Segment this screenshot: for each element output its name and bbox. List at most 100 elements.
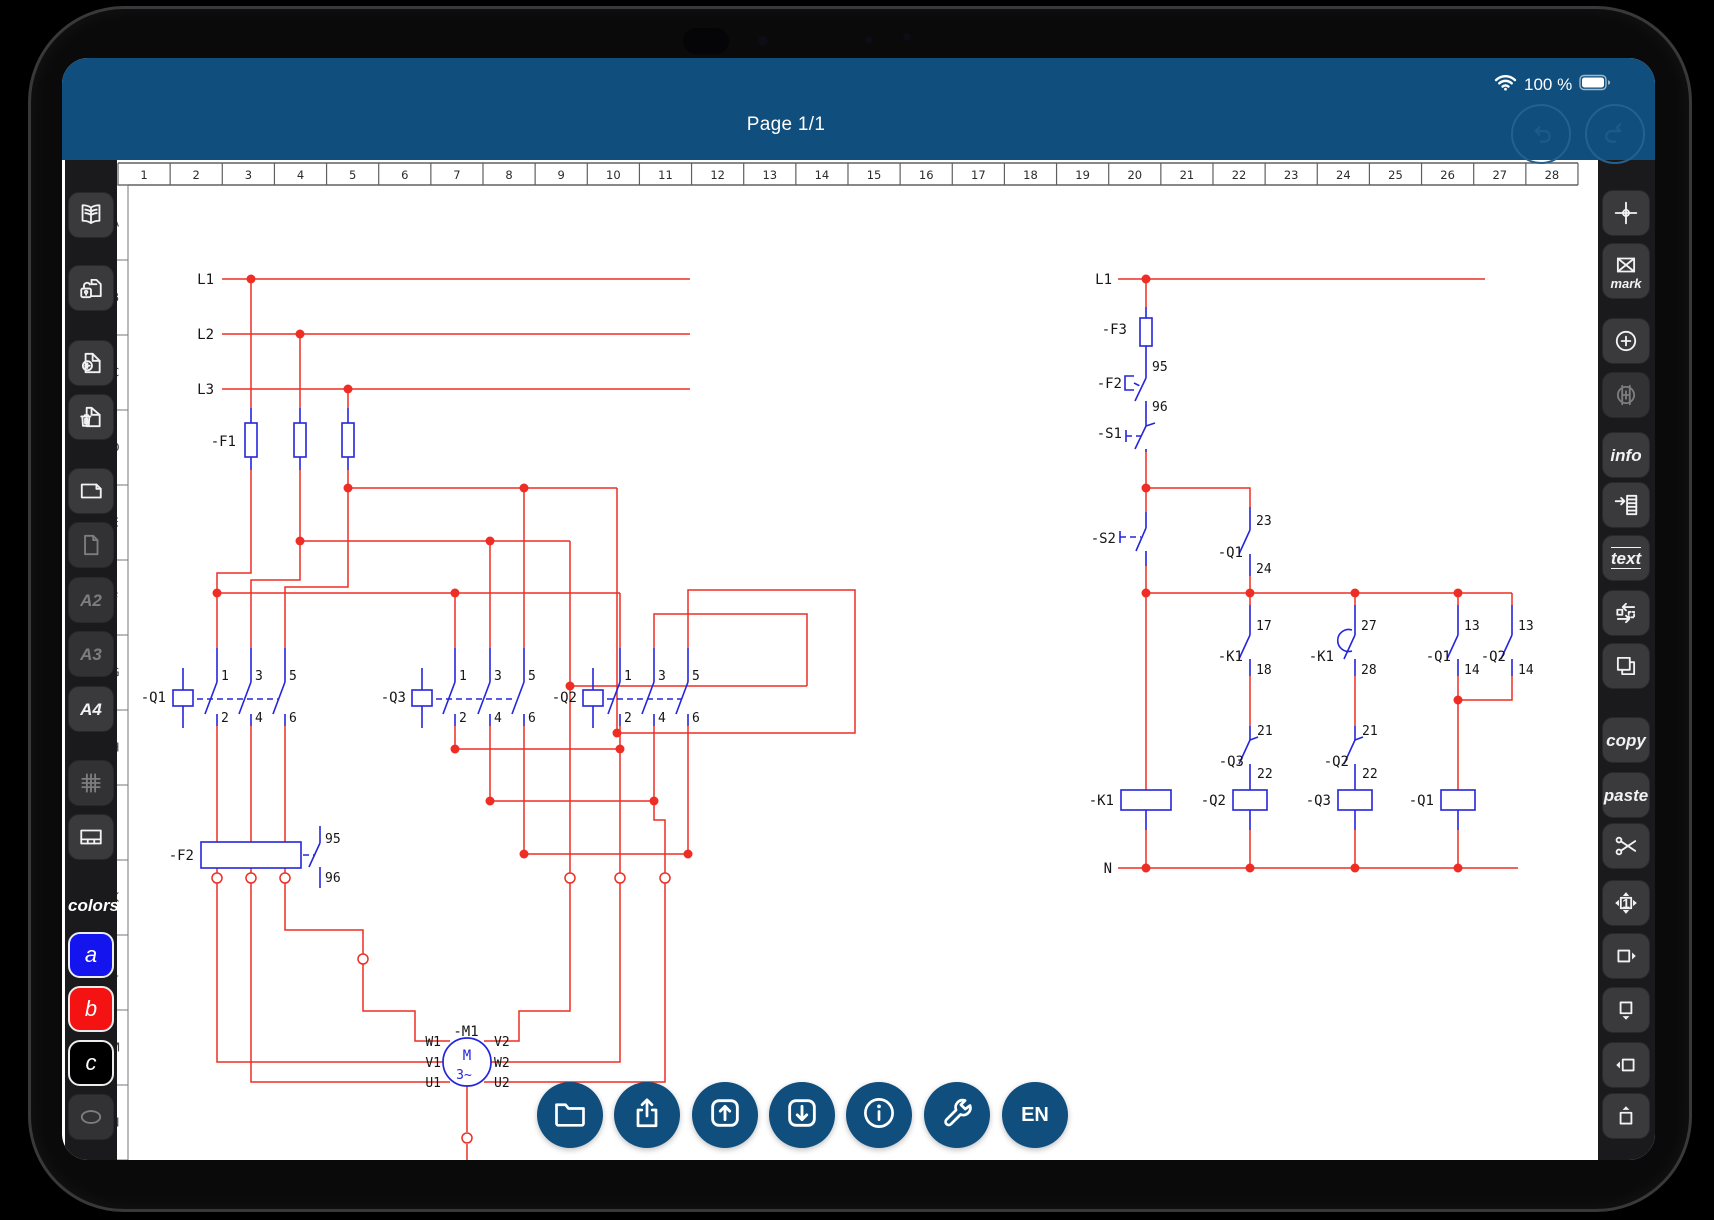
wrench-icon bbox=[939, 1095, 975, 1136]
junction-dot bbox=[450, 588, 460, 598]
info-button[interactable]: info bbox=[1602, 432, 1650, 478]
junction-dot bbox=[295, 329, 305, 339]
move-selection-button[interactable] bbox=[1602, 590, 1650, 636]
motor-symbol bbox=[442, 1037, 492, 1087]
title-block-button[interactable] bbox=[68, 814, 114, 860]
crosshair-icon bbox=[1613, 200, 1639, 226]
sensor-dot-2 bbox=[903, 33, 911, 41]
open-file-button[interactable] bbox=[537, 1082, 603, 1148]
swatch-label: a bbox=[84, 942, 98, 967]
text-button[interactable]: text bbox=[1602, 535, 1650, 581]
schematic-label: 96 bbox=[325, 871, 341, 886]
about-button[interactable] bbox=[846, 1082, 912, 1148]
component-body bbox=[172, 689, 194, 707]
button-label: copy bbox=[1606, 730, 1646, 750]
junction-dot bbox=[343, 483, 353, 493]
oval-tool-button[interactable] bbox=[68, 1094, 114, 1140]
junction-dot bbox=[615, 744, 625, 754]
component-body bbox=[1232, 789, 1268, 811]
upload-button[interactable] bbox=[692, 1082, 758, 1148]
schematic-label: M bbox=[463, 1048, 471, 1064]
crosshair-button[interactable] bbox=[1602, 190, 1650, 236]
list-arrow-icon bbox=[1613, 492, 1639, 518]
schematic-label: 5 bbox=[528, 669, 536, 684]
mark-button[interactable]: mark bbox=[1602, 243, 1650, 299]
landscape-page-button[interactable] bbox=[68, 468, 114, 514]
portrait-page-button[interactable] bbox=[68, 522, 114, 568]
ruler-number: 20 bbox=[1127, 168, 1142, 182]
terminal-circle bbox=[564, 872, 576, 884]
size-a4-button[interactable]: A4 bbox=[68, 686, 114, 732]
ruler-number: 18 bbox=[1023, 168, 1038, 182]
button-label: A4 bbox=[80, 699, 102, 719]
wire bbox=[653, 726, 666, 873]
shift-left-button[interactable] bbox=[1602, 1042, 1650, 1088]
ruler-number: 26 bbox=[1440, 168, 1455, 182]
grid-button[interactable] bbox=[68, 760, 114, 806]
paste-button[interactable]: paste bbox=[1602, 772, 1650, 818]
battery-icon bbox=[1579, 74, 1612, 96]
wire bbox=[607, 681, 621, 715]
cut-button[interactable] bbox=[1602, 823, 1650, 869]
schematic-label: 4 bbox=[658, 711, 666, 726]
wire bbox=[204, 681, 218, 715]
junction-dot bbox=[1141, 483, 1151, 493]
schematic-label: 3 bbox=[658, 669, 666, 684]
oval-icon bbox=[78, 1104, 104, 1130]
junction-dot bbox=[565, 681, 575, 691]
schematic-label: L1 bbox=[197, 272, 214, 288]
shift-down-button[interactable] bbox=[1602, 987, 1650, 1033]
size-a3-button[interactable]: A3 bbox=[68, 631, 114, 677]
schematic-label: U2 bbox=[494, 1076, 510, 1091]
language-button[interactable]: EN bbox=[1002, 1082, 1068, 1148]
shift-up-icon bbox=[1613, 1103, 1639, 1129]
schematic-label: -F1 bbox=[211, 434, 236, 450]
wire bbox=[477, 681, 491, 715]
open-book-button[interactable] bbox=[68, 192, 114, 238]
wire bbox=[1500, 634, 1513, 660]
schematic-label: -Q1 bbox=[1426, 649, 1451, 665]
delete-page-button[interactable] bbox=[68, 394, 114, 440]
schematic-label: 95 bbox=[1152, 360, 1168, 375]
download-button[interactable] bbox=[769, 1082, 835, 1148]
redo-button[interactable] bbox=[1585, 104, 1645, 164]
schematic-label: N bbox=[1104, 861, 1112, 877]
shift-right-button[interactable] bbox=[1602, 933, 1650, 979]
shift-down-icon bbox=[1613, 997, 1639, 1023]
terminal-circle bbox=[279, 872, 291, 884]
symbol-list-button[interactable] bbox=[1602, 482, 1650, 528]
junction-dot bbox=[1245, 863, 1255, 873]
color-a-swatch[interactable]: a bbox=[68, 932, 114, 978]
ruler-number: 17 bbox=[971, 168, 986, 182]
wire bbox=[1238, 529, 1251, 555]
add-page-button[interactable] bbox=[68, 340, 114, 386]
junction-dot bbox=[343, 384, 353, 394]
wire bbox=[675, 681, 689, 715]
share-button[interactable] bbox=[614, 1082, 680, 1148]
settings-button[interactable] bbox=[924, 1082, 990, 1148]
colors-label: colors bbox=[68, 896, 120, 915]
schematic-label: 17 bbox=[1256, 619, 1272, 634]
undo-button[interactable] bbox=[1511, 104, 1571, 164]
ruler-number: 16 bbox=[919, 168, 934, 182]
ruler-number: 8 bbox=[505, 168, 512, 182]
copy-button[interactable]: copy bbox=[1602, 717, 1650, 763]
unlock-page-button[interactable] bbox=[68, 265, 114, 311]
color-b-swatch[interactable]: b bbox=[68, 986, 114, 1032]
shift-up-button[interactable] bbox=[1602, 1093, 1650, 1139]
camera-pill bbox=[683, 28, 729, 54]
zoom-object-button[interactable] bbox=[1602, 372, 1650, 418]
schematic-label: -Q2 bbox=[1481, 649, 1506, 665]
schematic-label: -Q3 bbox=[381, 690, 406, 706]
wire bbox=[272, 681, 286, 715]
wire bbox=[491, 883, 621, 1063]
size-a2-button[interactable]: A2 bbox=[68, 577, 114, 623]
color-c-swatch[interactable]: c bbox=[68, 1040, 114, 1086]
schematic-label: -F3 bbox=[1102, 322, 1127, 338]
page-number-button[interactable]: 1 bbox=[1602, 880, 1650, 926]
duplicate-button[interactable] bbox=[1602, 643, 1650, 689]
swatch-label: c bbox=[85, 1050, 97, 1075]
zoom-in-button[interactable] bbox=[1602, 318, 1650, 364]
ruler-number: 22 bbox=[1232, 168, 1247, 182]
